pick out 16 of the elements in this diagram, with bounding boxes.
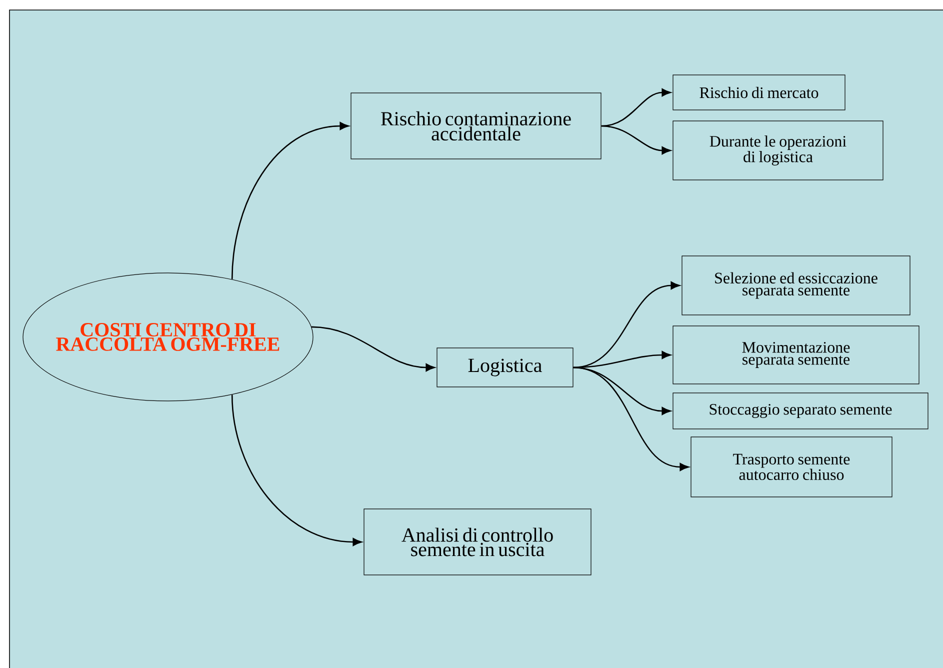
arrow — [573, 282, 680, 368]
text-box: Logistica — [436, 348, 574, 388]
text-box: Durante le operazioni di logistica — [672, 120, 884, 180]
text-box: Rischio contaminazione accidentale — [350, 92, 602, 160]
arrow — [601, 88, 671, 127]
arrow — [573, 366, 689, 471]
text-box: Analisi di controllo semente in uscita — [364, 508, 592, 576]
arrow — [601, 125, 671, 154]
text-box: Movimentazione separata semente — [672, 326, 920, 384]
arrow — [231, 122, 349, 280]
arrow — [311, 326, 435, 372]
text-box: Rischio di mercato — [672, 74, 846, 110]
text-box: Trasporto semente autocarro chiuso — [690, 436, 892, 498]
arrow — [231, 394, 362, 546]
text-box: Stoccaggio separato semente — [672, 392, 928, 430]
text-box: Selezione ed essiccazione separata semente — [682, 256, 910, 316]
